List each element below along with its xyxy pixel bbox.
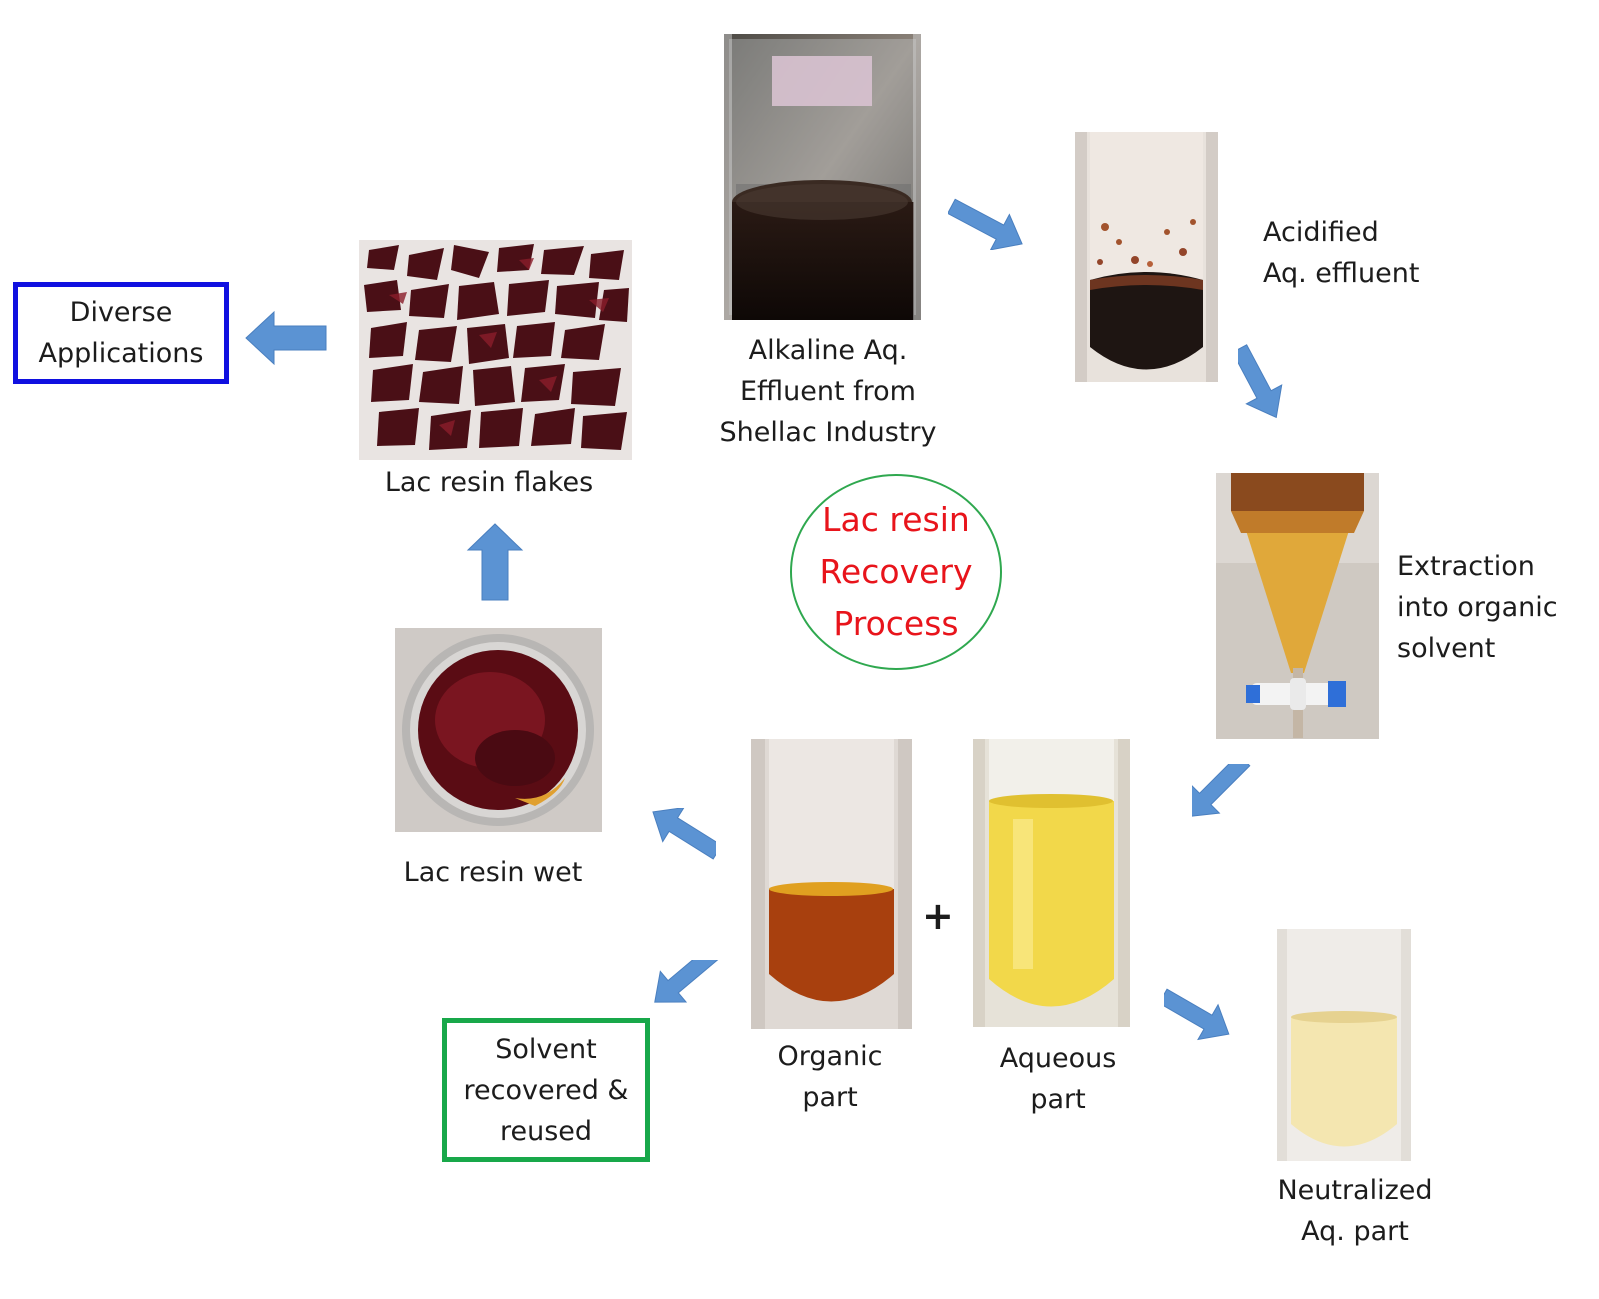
label-line: Organic [777,1041,883,1072]
test-tube-organic-icon [751,739,912,1029]
label-alkaline-effluent: Alkaline Aq. Effluent from Shellac Indus… [700,330,956,453]
organic-tube-photo [751,739,912,1029]
title-line: Process [833,604,959,643]
test-tube-neutralized-icon [1277,929,1411,1161]
label-line: part [1030,1084,1086,1115]
lac-resin-flakes-photo [359,240,632,460]
extraction-funnel-photo [1216,473,1379,739]
acidified-tube-photo [1075,132,1218,382]
arrow-organic-to-wet-resin [652,808,716,860]
label-line: into organic [1397,592,1558,623]
aqueous-tube-photo [973,739,1130,1027]
label-neutralized: Neutralized Aq. part [1265,1170,1445,1252]
test-tube-aqueous-icon [973,739,1130,1027]
box-line: Solvent [495,1033,597,1065]
process-title-circle: Lac resin Recovery Process [790,474,1002,670]
label-line: Acidified [1263,217,1379,248]
beaker-dark-effluent-icon [724,34,921,320]
box-line: Diverse [69,297,173,328]
label-acidified: Acidified Aq. effluent [1263,212,1419,294]
lac-resin-wet-photo [395,628,602,832]
label-line: Aqueous [999,1043,1117,1074]
box-line: reused [499,1115,593,1147]
plus-sign: + [922,894,954,938]
arrow-aqueous-to-neutralized [1164,988,1230,1041]
arrow-funnel-to-tubes [1192,764,1251,818]
arrow-organic-to-solvent [654,960,719,1003]
arrow-wet-to-flakes [466,523,524,601]
label-line: Extraction [1397,551,1535,582]
arrow-flakes-to-applications [245,310,327,366]
neutralized-tube-photo [1277,929,1411,1161]
title-line: Lac resin [822,500,970,539]
box-line: Applications [38,338,204,369]
label-organic-part: Organic part [750,1036,910,1118]
label-aqueous-part: Aqueous part [978,1038,1138,1120]
label-line: solvent [1397,633,1496,664]
label-lac-resin-flakes: Lac resin flakes [359,462,619,503]
label-line: Alkaline Aq. [748,335,908,366]
label-line: Lac resin wet [403,857,583,888]
lac-resin-wet-foil-icon [395,628,602,832]
label-line: part [802,1082,858,1113]
label-line: Aq. part [1301,1216,1409,1247]
label-lac-resin-wet: Lac resin wet [383,852,603,893]
label-line: Lac resin flakes [384,467,594,498]
diverse-applications-box: Diverse Applications [13,282,229,384]
label-line: Shellac Industry [719,417,937,448]
label-line: Aq. effluent [1263,258,1420,289]
separating-funnel-icon [1216,473,1379,739]
label-extraction: Extraction into organic solvent [1397,546,1558,669]
box-line: recovered & [463,1074,629,1106]
arrow-acidified-to-funnel [1238,344,1283,419]
lac-resin-flakes-icon [359,240,632,460]
beaker-photo [724,34,921,320]
solvent-recovered-box: Solvent recovered & reused [442,1018,650,1162]
title-line: Recovery [819,552,973,591]
arrow-beaker-to-acidified [948,198,1023,250]
label-line: Neutralized [1277,1175,1433,1206]
test-tube-acidified-icon [1075,132,1218,382]
label-line: Effluent from [739,376,916,407]
